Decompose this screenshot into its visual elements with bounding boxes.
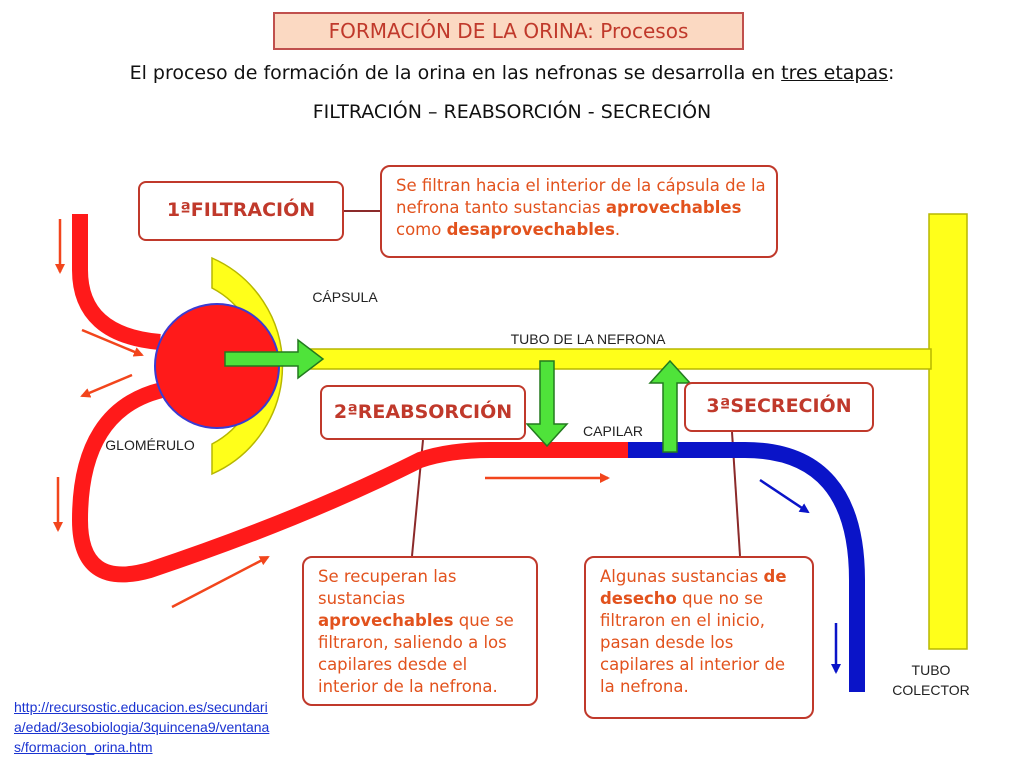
secretion-arrow (648, 359, 692, 453)
flow-arrow-icon (171, 555, 270, 609)
filtration-info-text: . (614, 220, 621, 239)
collector-label-line2: COLECTOR (892, 682, 970, 698)
filtration-info-text: Se filtran hacia el interior de la cápsu… (396, 176, 766, 217)
intro-text: El proceso de formación de la orina en l… (129, 62, 782, 84)
source-link[interactable]: http://recursostic.educacion.es/secundar… (14, 699, 270, 755)
reabsorption-arrow (525, 360, 569, 448)
collector-label-line1: TUBO (911, 662, 951, 678)
afferent-arteriole (72, 214, 161, 350)
glomerulus-label: GLOMÉRULO (105, 437, 195, 453)
filtration-arrow (224, 338, 325, 380)
intro-underlined: tres etapas (781, 62, 889, 84)
capsule-label: CÁPSULA (312, 289, 378, 305)
stages-line: FILTRACIÓN – REABSORCIÓN - SECRECIÓN (312, 101, 712, 123)
filtration-info-text: como (396, 220, 447, 239)
venous-capillary (628, 442, 865, 692)
secretion-stage-box: 3ªSECRECIÓN (684, 382, 874, 432)
reabsorption-info-text: que se filtraron, saliendo a los capilar… (318, 611, 514, 696)
secretion-info-box: Algunas sustancias de desecho que no se … (584, 556, 814, 719)
reabsorption-info-bold: aprovechables (318, 611, 454, 630)
filtration-info-box: Se filtran hacia el interior de la cápsu… (380, 165, 778, 258)
reabsorption-stage-box: 2ªREABSORCIÓN (320, 385, 526, 440)
filtration-info-bold: desaprovechables (446, 220, 615, 239)
filtration-info-bold: aprovechables (605, 198, 742, 217)
collector-tube (928, 213, 968, 650)
collector-tube-label: TUBO COLECTOR (872, 660, 990, 700)
nephron-tube-label: TUBO DE LA NEFRONA (510, 331, 666, 347)
secretion-info-bold: de desecho (600, 567, 787, 608)
reabsorption-info-box: Se recuperan las sustancias aprovechable… (302, 556, 538, 706)
intro-sentence: El proceso de formación de la orina en l… (0, 62, 1024, 84)
flow-arrow-icon (80, 373, 133, 398)
efferent-arteriole-capillary (71, 382, 628, 583)
reabsorption-info-text: Se recuperan las sustancias (318, 567, 457, 608)
capillary-label: CAPILAR (583, 423, 643, 439)
secretion-info-text: que no se filtraron en el inicio, pasan … (600, 589, 786, 696)
intro-colon: : (888, 62, 895, 84)
flow-arrow-icon (759, 478, 810, 514)
filtration-stage-box: 1ªFILTRACIÓN (138, 181, 344, 241)
flow-arrow-icon (81, 328, 144, 357)
slide-title: FORMACIÓN DE LA ORINA: Procesos (273, 12, 744, 50)
secretion-info-text: Algunas sustancias (600, 567, 764, 586)
nephron-tube (299, 348, 932, 370)
